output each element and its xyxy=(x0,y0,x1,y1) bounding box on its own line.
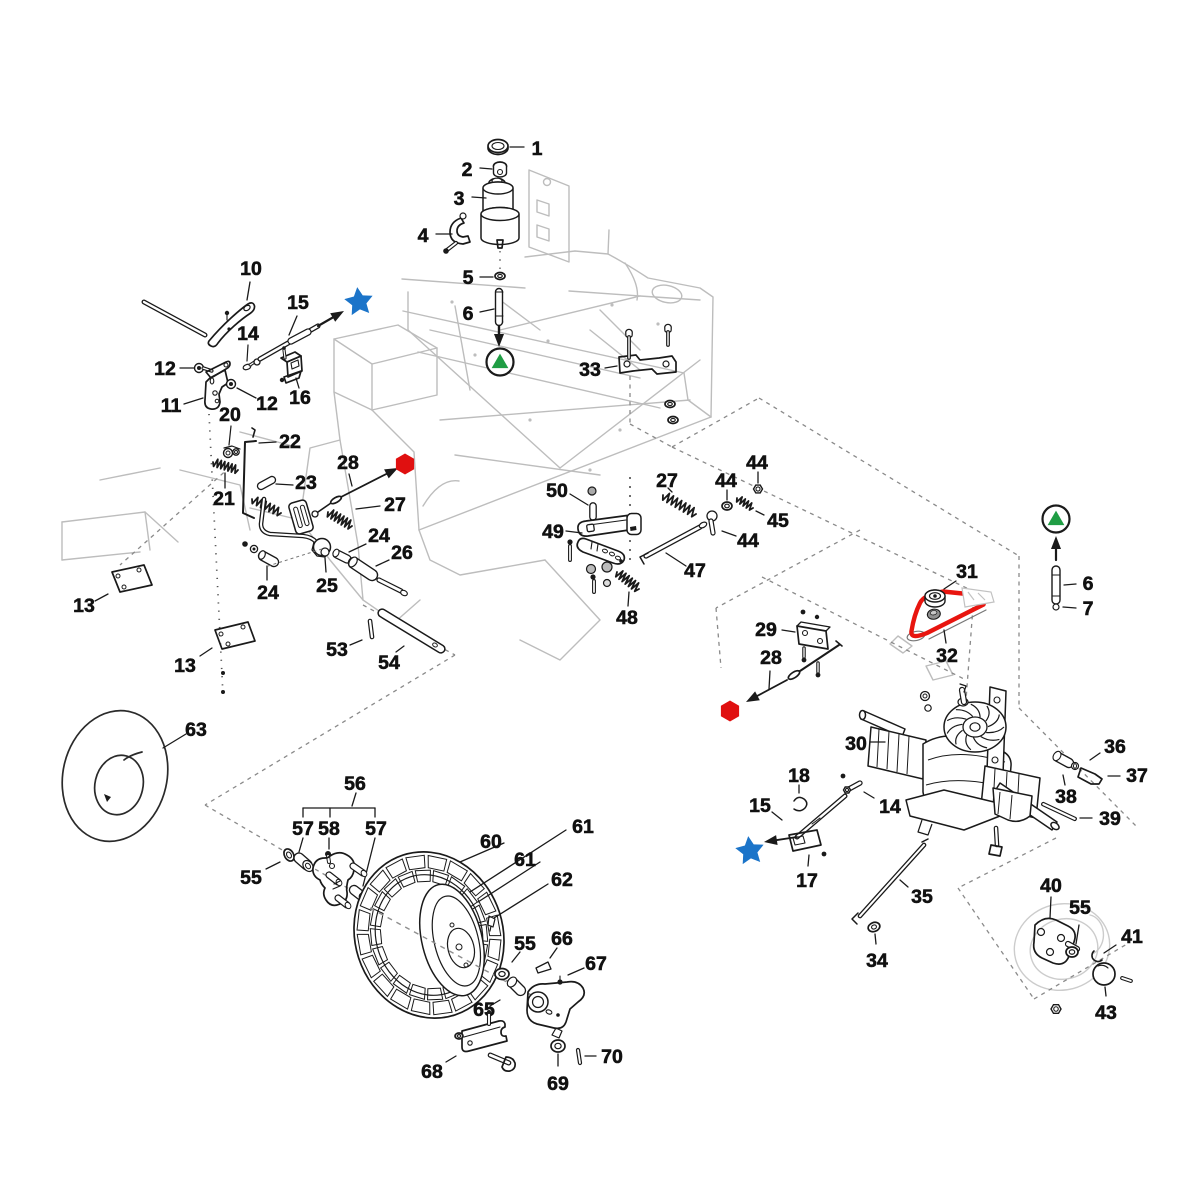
svg-text:32: 32 xyxy=(936,645,958,667)
svg-text:25: 25 xyxy=(316,575,338,597)
svg-text:66: 66 xyxy=(551,928,573,950)
svg-text:39: 39 xyxy=(1099,808,1121,830)
svg-text:68: 68 xyxy=(421,1061,443,1083)
svg-text:55: 55 xyxy=(1069,897,1091,919)
svg-text:44: 44 xyxy=(737,530,759,552)
svg-text:7: 7 xyxy=(1083,598,1094,620)
svg-text:56: 56 xyxy=(344,773,366,795)
svg-text:65: 65 xyxy=(473,999,495,1021)
svg-text:37: 37 xyxy=(1126,765,1148,787)
svg-text:36: 36 xyxy=(1104,736,1126,758)
svg-text:3: 3 xyxy=(454,188,465,210)
svg-text:54: 54 xyxy=(378,652,400,674)
svg-text:45: 45 xyxy=(767,510,789,532)
svg-text:11: 11 xyxy=(161,395,182,417)
svg-text:57: 57 xyxy=(365,818,387,840)
svg-text:26: 26 xyxy=(391,542,413,564)
svg-text:12: 12 xyxy=(256,393,278,415)
svg-text:27: 27 xyxy=(384,494,406,516)
svg-text:67: 67 xyxy=(585,953,607,975)
svg-text:4: 4 xyxy=(418,225,429,247)
svg-text:2: 2 xyxy=(462,159,473,181)
svg-text:15: 15 xyxy=(749,795,771,817)
svg-text:17: 17 xyxy=(796,870,818,892)
svg-text:20: 20 xyxy=(219,404,241,426)
svg-text:24: 24 xyxy=(368,525,390,547)
svg-text:55: 55 xyxy=(240,867,262,889)
svg-text:14: 14 xyxy=(237,323,259,345)
svg-text:6: 6 xyxy=(463,303,474,325)
svg-text:23: 23 xyxy=(295,472,317,494)
svg-text:44: 44 xyxy=(715,470,737,492)
svg-text:55: 55 xyxy=(514,933,536,955)
svg-text:6: 6 xyxy=(1083,573,1094,595)
svg-text:5: 5 xyxy=(463,267,474,289)
svg-text:41: 41 xyxy=(1121,926,1143,948)
svg-text:33: 33 xyxy=(579,359,601,381)
svg-text:29: 29 xyxy=(755,619,777,641)
svg-text:28: 28 xyxy=(760,647,782,669)
svg-text:60: 60 xyxy=(480,831,502,853)
svg-text:61: 61 xyxy=(572,816,594,838)
svg-text:35: 35 xyxy=(911,886,933,908)
svg-text:28: 28 xyxy=(337,452,359,474)
svg-text:27: 27 xyxy=(656,470,678,492)
svg-text:49: 49 xyxy=(542,521,564,543)
svg-text:48: 48 xyxy=(616,607,638,629)
svg-text:24: 24 xyxy=(257,582,279,604)
svg-text:57: 57 xyxy=(292,818,314,840)
svg-text:13: 13 xyxy=(174,655,196,677)
svg-text:13: 13 xyxy=(73,595,95,617)
svg-text:58: 58 xyxy=(318,818,340,840)
svg-text:43: 43 xyxy=(1095,1002,1117,1024)
svg-text:53: 53 xyxy=(326,639,348,661)
svg-text:61: 61 xyxy=(514,849,536,871)
svg-text:21: 21 xyxy=(213,488,235,510)
svg-text:15: 15 xyxy=(287,292,309,314)
svg-text:10: 10 xyxy=(240,258,262,280)
svg-text:34: 34 xyxy=(866,950,888,972)
svg-text:1: 1 xyxy=(532,138,543,160)
svg-text:38: 38 xyxy=(1055,786,1077,808)
svg-text:62: 62 xyxy=(551,869,573,891)
svg-text:12: 12 xyxy=(154,358,176,380)
svg-text:63: 63 xyxy=(185,719,207,741)
svg-text:69: 69 xyxy=(547,1073,569,1095)
svg-text:47: 47 xyxy=(684,560,706,582)
svg-text:44: 44 xyxy=(746,452,768,474)
svg-text:40: 40 xyxy=(1040,875,1062,897)
svg-text:22: 22 xyxy=(279,431,301,453)
svg-text:31: 31 xyxy=(956,561,978,583)
svg-text:50: 50 xyxy=(546,480,568,502)
svg-text:30: 30 xyxy=(845,733,867,755)
svg-text:70: 70 xyxy=(601,1046,623,1068)
svg-text:14: 14 xyxy=(879,796,901,818)
svg-text:18: 18 xyxy=(788,765,810,787)
svg-text:16: 16 xyxy=(289,387,311,409)
